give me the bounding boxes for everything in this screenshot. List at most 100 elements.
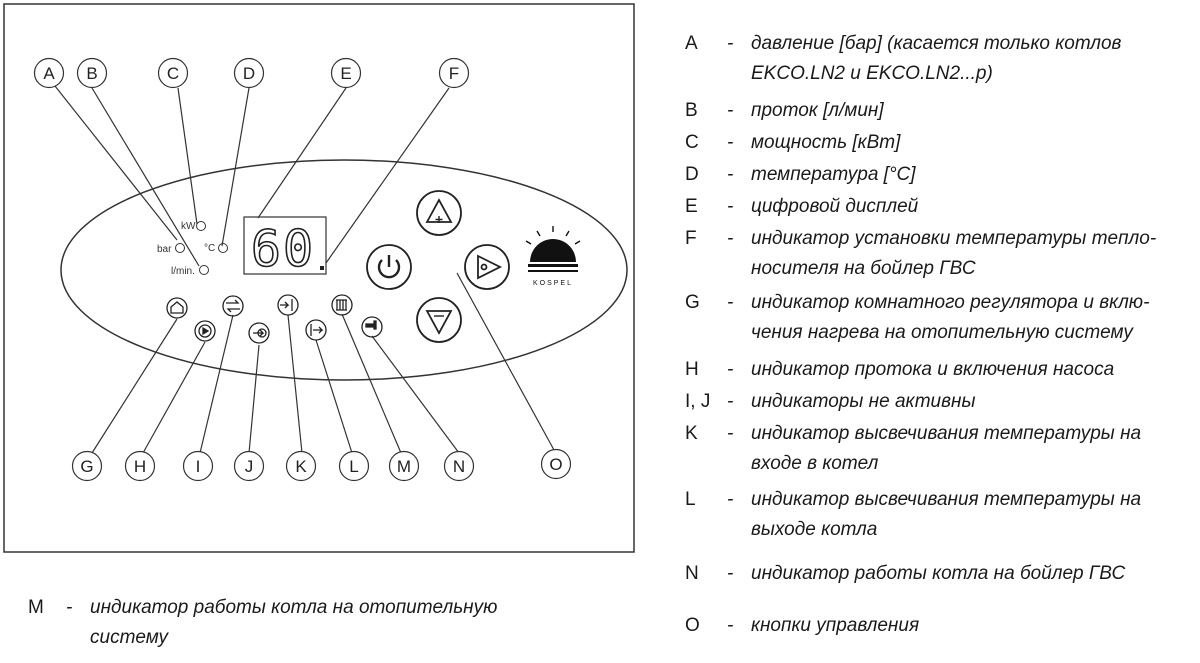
outlet-icon xyxy=(305,319,327,341)
callout-circle-k xyxy=(285,450,317,482)
kospel-logo: KOSPEL xyxy=(525,226,581,287)
callout-label-l: L xyxy=(349,457,358,476)
legend-key: L xyxy=(685,489,696,510)
legend-key: D xyxy=(685,164,699,185)
callout-label-f: F xyxy=(449,64,459,83)
flow-label: l/min. xyxy=(171,266,195,277)
legend-text: индикатор установки температуры тепло- xyxy=(751,228,1157,249)
legend-text: индикатор высвечивания температуры на xyxy=(751,489,1142,510)
callout-label-g: G xyxy=(80,457,93,476)
legend-key: K xyxy=(685,423,698,444)
legend-text: кнопки управления xyxy=(751,615,920,636)
legend-dash: - xyxy=(727,615,734,636)
callout-label-b: B xyxy=(86,64,97,83)
flow-icon xyxy=(248,322,270,344)
mode-button[interactable] xyxy=(464,244,510,290)
legend-dash: - xyxy=(727,563,734,584)
legend-key: A xyxy=(685,33,698,54)
legend-text: индикатор комнатного регулятора и вклю- xyxy=(751,292,1150,313)
legend-key: O xyxy=(685,615,700,636)
callout-circle-n xyxy=(443,450,475,482)
callout-label-h: H xyxy=(134,457,146,476)
indicator-group: kW bar °C l/min. xyxy=(157,221,228,277)
legend-dash: - xyxy=(727,132,734,153)
radiator-icon xyxy=(331,294,353,316)
temperature-down-button[interactable] xyxy=(416,297,462,343)
callout-label-o: O xyxy=(549,455,562,474)
pump-play-icon xyxy=(194,320,216,342)
callout-circle-h xyxy=(124,450,156,482)
legend-text: выходе котла xyxy=(751,519,878,540)
legend-text: давление [бар] (касается только котлов xyxy=(751,33,1122,54)
power-button[interactable] xyxy=(366,244,412,290)
legend-text: индикатор работы котла на бойлер ГВС xyxy=(751,563,1126,584)
callout-label-d: D xyxy=(243,64,255,83)
panel-ellipse xyxy=(60,159,628,381)
legend-key: H xyxy=(685,359,699,380)
digital-display: 60 xyxy=(243,216,327,279)
legend-text: входе в котел xyxy=(751,453,879,474)
legend-text: проток [л/мин] xyxy=(751,100,884,121)
callout-circle-c xyxy=(157,57,189,89)
swap-arrows-icon xyxy=(222,295,244,317)
callout-circle-l xyxy=(338,450,370,482)
legend-text: индикаторы не активны xyxy=(751,391,976,412)
legend-text: цифровой дисплей xyxy=(751,196,919,217)
callout-label-m: M xyxy=(397,457,411,476)
tap-icon xyxy=(361,316,383,338)
callout-label-e: E xyxy=(340,64,351,83)
legend-dash: - xyxy=(727,292,734,313)
callout-label-c: C xyxy=(167,64,179,83)
display-readout: 60 xyxy=(251,220,315,278)
legend-key: C xyxy=(685,132,699,153)
callout-label-j: J xyxy=(245,457,254,476)
legend-dash: - xyxy=(727,423,734,444)
inlet-icon xyxy=(277,294,299,316)
legend-dash: - xyxy=(727,391,734,412)
legend-key: I, J xyxy=(685,391,711,412)
legend-text: носителя на бойлер ГВС xyxy=(751,258,976,279)
callout-circle-o xyxy=(540,448,572,480)
callout-label-k: K xyxy=(295,457,307,476)
callout-circle-b xyxy=(76,57,108,89)
footnote-text: индикатор работы котла на отопительную xyxy=(90,597,498,618)
sunrise-logo-icon xyxy=(530,239,576,262)
celsius-label: °C xyxy=(204,243,215,254)
callout-circle-m xyxy=(388,450,420,482)
legend-key: N xyxy=(685,563,699,584)
footnote-key: M xyxy=(28,597,44,618)
legend-text: EKCO.LN2 и EKCO.LN2...р) xyxy=(751,63,993,84)
callout-circle-d xyxy=(233,57,265,89)
legend-key: B xyxy=(685,100,698,121)
legend-dash: - xyxy=(727,33,734,54)
legend-key: G xyxy=(685,292,700,313)
callout-circle-e xyxy=(330,57,362,89)
footnote-dash: - xyxy=(66,597,73,618)
legend-dash: - xyxy=(727,196,734,217)
legend-dash: - xyxy=(727,489,734,510)
callout-circle-f xyxy=(438,57,470,89)
legend-text: мощность [кВт] xyxy=(751,132,901,153)
kw-label: kW xyxy=(181,221,196,232)
legend-dash: - xyxy=(727,100,734,121)
temperature-up-button[interactable] xyxy=(416,190,462,236)
callout-label-n: N xyxy=(453,457,465,476)
display-dot xyxy=(320,266,324,270)
legend-text: индикатор протока и включения насоса xyxy=(751,359,1115,380)
callout-circle-a xyxy=(33,57,65,89)
legend-text: температура [°C] xyxy=(751,164,916,185)
kw-led xyxy=(196,221,206,231)
callout-circle-j xyxy=(233,450,265,482)
legend-dash: - xyxy=(727,164,734,185)
callout-circle-i xyxy=(182,450,214,482)
flow-led xyxy=(199,265,209,275)
callout-circle-g xyxy=(71,450,103,482)
celsius-led xyxy=(218,243,228,253)
legend-text: чения нагрева на отопительную систему xyxy=(751,322,1133,343)
house-icon xyxy=(166,297,188,319)
legend-dash: - xyxy=(727,359,734,380)
callout-label-i: I xyxy=(196,457,201,476)
legend-text: индикатор высвечивания температуры на xyxy=(751,423,1142,444)
